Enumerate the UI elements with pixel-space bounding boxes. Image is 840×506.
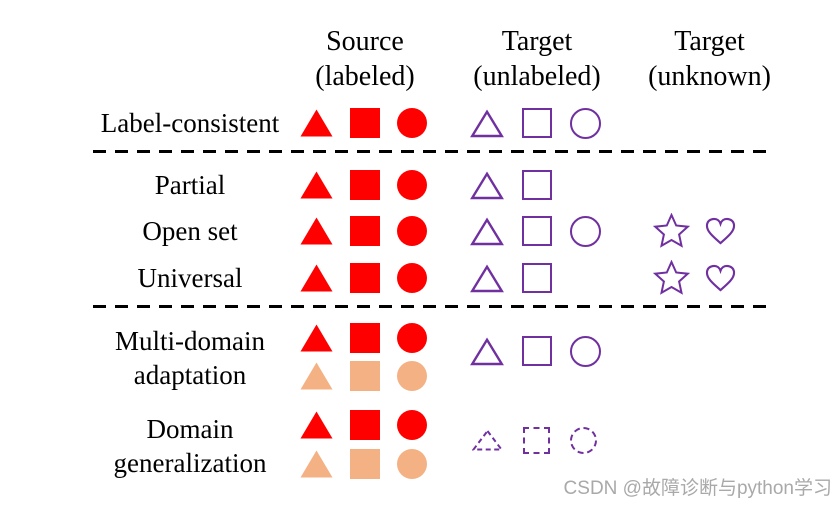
row-label-line1: Multi-domain — [115, 326, 265, 356]
source-shapes-multi-domain-row2 — [300, 361, 427, 391]
column-header-source: Source (labeled) — [285, 24, 445, 94]
source-shapes-label-consistent — [300, 108, 427, 138]
red-square-icon — [350, 323, 380, 353]
source-shapes-domain-gen-row2 — [300, 449, 427, 479]
red-square-icon — [350, 170, 380, 200]
unknown-shapes-open-set — [653, 213, 736, 249]
column-header-source-line1: Source — [326, 26, 404, 57]
column-header-target-unlabeled: Target (unlabeled) — [447, 24, 627, 94]
dashed-divider — [93, 150, 774, 153]
row-label-line2: adaptation — [133, 360, 247, 390]
target-shapes-domain-gen — [472, 426, 597, 454]
row-label-domain-generalization: Domain generalization — [57, 412, 323, 480]
red-circle-icon — [397, 410, 427, 440]
source-shapes-partial — [300, 170, 427, 200]
outline-square-icon — [522, 216, 552, 246]
dashed-square-icon — [523, 426, 550, 454]
peach-triangle-icon — [300, 362, 333, 390]
red-circle-icon — [397, 263, 427, 293]
outline-triangle-icon — [470, 336, 504, 365]
column-header-target-unlabeled-line1: Target — [501, 26, 573, 57]
column-header-target-unlabeled-line2: (unlabeled) — [473, 61, 601, 92]
red-triangle-icon — [300, 109, 333, 137]
red-square-icon — [350, 216, 380, 246]
source-shapes-universal — [300, 263, 427, 293]
row-label-line1: Domain — [146, 414, 234, 444]
red-square-icon — [350, 410, 380, 440]
row-label-universal: Universal — [137, 263, 243, 293]
column-header-target-unknown: Target (unknown) — [622, 24, 797, 94]
unknown-shapes-universal — [653, 260, 736, 296]
red-triangle-icon — [300, 171, 333, 199]
outline-square-icon — [522, 336, 552, 366]
red-triangle-icon — [300, 324, 333, 352]
column-header-target-unknown-line1: Target — [674, 26, 745, 57]
outline-heart-icon — [705, 217, 736, 245]
dashed-triangle-icon — [472, 429, 503, 451]
column-header-target-unknown-line2: (unknown) — [648, 61, 771, 92]
csdn-watermark: CSDN @故障诊断与python学习 — [563, 478, 832, 499]
red-circle-icon — [397, 323, 427, 353]
source-shapes-open-set — [300, 216, 427, 246]
outline-star-icon — [653, 260, 690, 295]
source-shapes-multi-domain-row1 — [300, 323, 427, 353]
column-header-source-line2: (labeled) — [315, 61, 415, 92]
outline-circle-icon — [570, 107, 601, 139]
outline-square-icon — [522, 108, 552, 138]
peach-triangle-icon — [300, 450, 333, 478]
peach-square-icon — [350, 361, 380, 391]
target-shapes-label-consistent — [470, 107, 601, 139]
dashed-divider — [93, 305, 774, 308]
red-triangle-icon — [300, 411, 333, 439]
target-shapes-multi-domain — [470, 335, 601, 367]
outline-heart-icon — [705, 264, 736, 292]
red-square-icon — [350, 263, 380, 293]
outline-triangle-icon — [470, 263, 504, 292]
red-circle-icon — [397, 108, 427, 138]
row-label-partial: Partial — [154, 170, 226, 200]
source-shapes-domain-gen-row1 — [300, 410, 427, 440]
outline-triangle-icon — [470, 108, 504, 137]
peach-circle-icon — [397, 361, 427, 391]
outline-triangle-icon — [470, 216, 504, 245]
peach-circle-icon — [397, 449, 427, 479]
row-label-open-set: Open set — [142, 216, 238, 246]
red-circle-icon — [397, 216, 427, 246]
target-shapes-universal — [470, 263, 552, 293]
peach-square-icon — [350, 449, 380, 479]
red-circle-icon — [397, 170, 427, 200]
outline-star-icon — [653, 213, 690, 248]
outline-circle-icon — [570, 335, 601, 367]
target-shapes-open-set — [470, 215, 601, 247]
outline-square-icon — [522, 170, 552, 200]
outline-square-icon — [522, 263, 552, 293]
outline-circle-icon — [570, 215, 601, 247]
red-triangle-icon — [300, 217, 333, 245]
red-triangle-icon — [300, 264, 333, 292]
red-square-icon — [350, 108, 380, 138]
row-label-line2: generalization — [113, 448, 267, 478]
row-label-label-consistent: Label-consistent — [100, 108, 280, 138]
dashed-circle-icon — [570, 426, 597, 454]
row-label-multi-domain-adaptation: Multi-domain adaptation — [57, 324, 323, 392]
outline-triangle-icon — [470, 170, 504, 199]
target-shapes-partial — [470, 170, 552, 200]
